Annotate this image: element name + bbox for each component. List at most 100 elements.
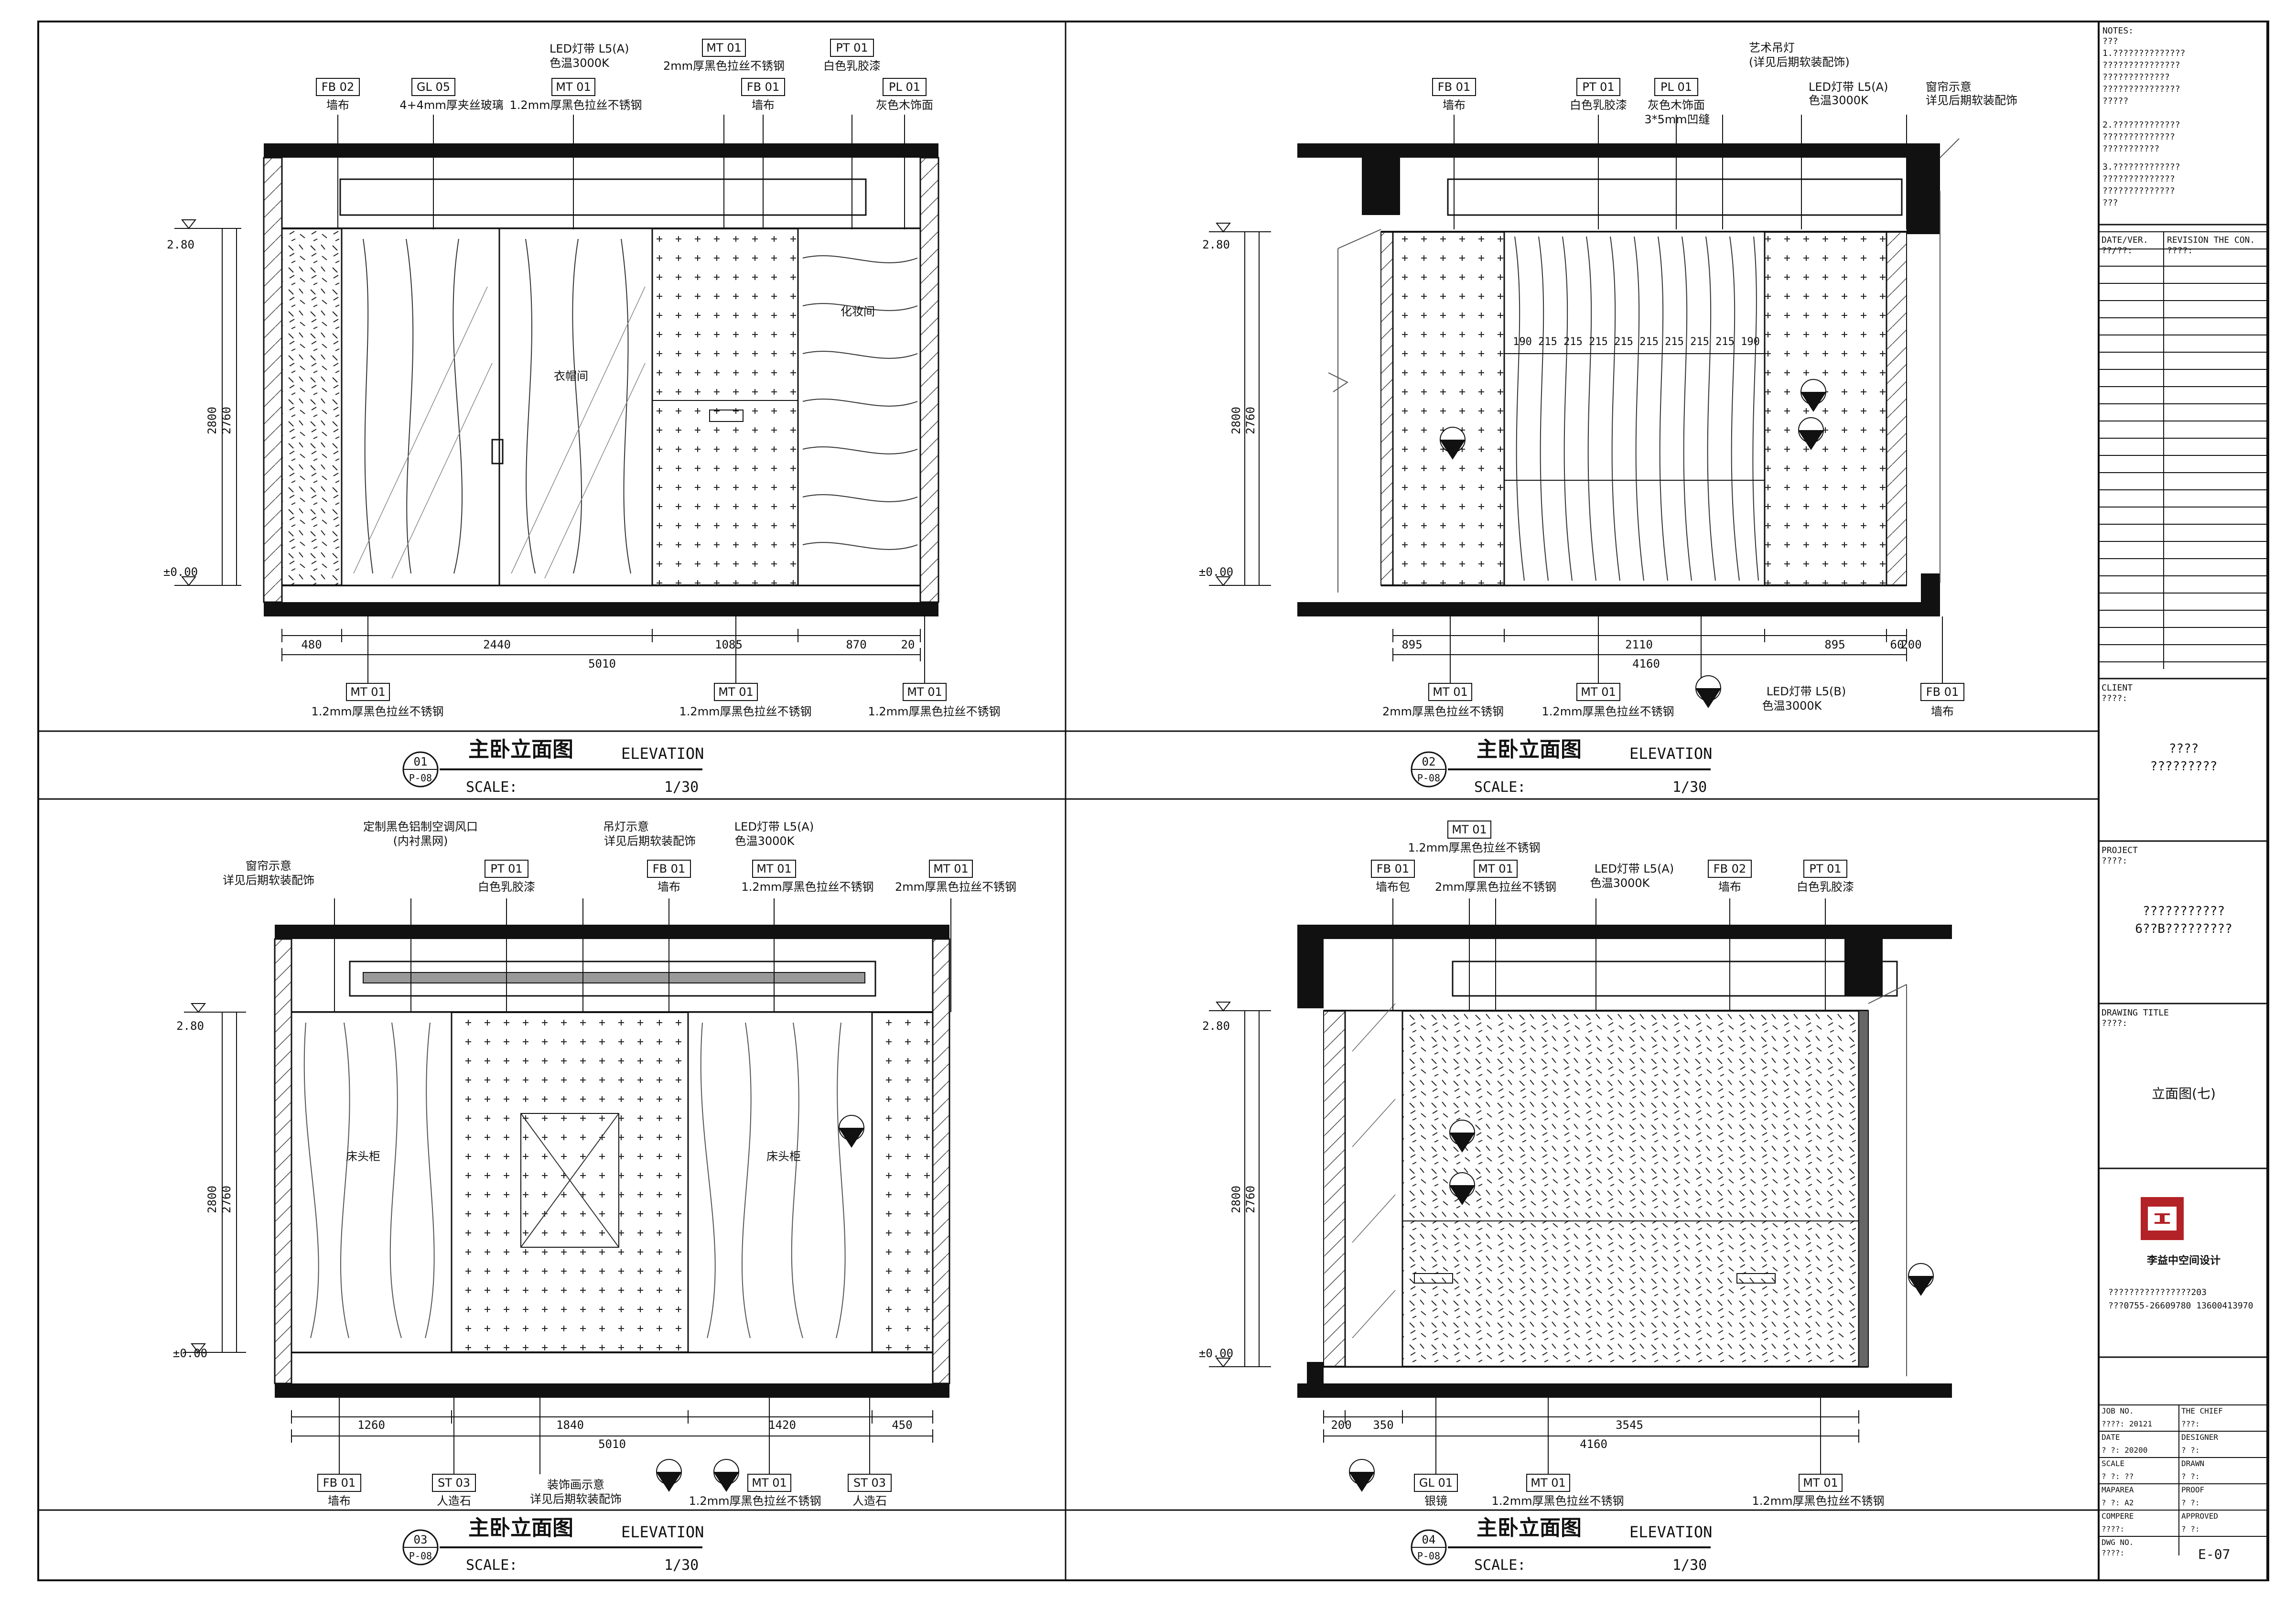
callout-text: 2mm厚黑色拉丝不锈钢 xyxy=(663,59,785,73)
job-no-label: JOB NO. xyxy=(2102,1406,2134,1415)
company-phone: ???0755-26609780 13600413970 xyxy=(2108,1301,2253,1311)
dim-label: 895 xyxy=(1824,638,1845,651)
callout-code: FB 01 xyxy=(323,1476,356,1490)
panel-title: 主卧立面图 xyxy=(1477,1516,1582,1540)
panel-scale-label: SCALE: xyxy=(466,1557,517,1574)
panel-scale-label: SCALE: xyxy=(1474,779,1526,796)
panel-02-callouts: FB 01 墙布 PT 01 白色乳胶漆 PL 01 灰色木饰面 3*5mm凹缝… xyxy=(1199,41,2017,718)
callout-code: MT 01 xyxy=(907,685,942,699)
panel-04-callouts: FB 01 墙布包 MT 01 1.2mm厚黑色拉丝不锈钢 MT 01 2mm厚… xyxy=(1199,821,1885,1508)
client-label-cn: ????: xyxy=(2102,693,2127,703)
callout-text: 墙布 xyxy=(752,98,775,112)
panel-number: 03 xyxy=(414,1533,428,1546)
compere-label: COMPERE xyxy=(2102,1512,2134,1521)
elevation-panel-01 xyxy=(263,143,939,616)
callout-code: PT 01 xyxy=(836,41,868,54)
company-logo xyxy=(2141,1197,2184,1240)
callout-code: PL 01 xyxy=(889,80,920,94)
callout-text: 2mm厚黑色拉丝不锈钢 xyxy=(1435,880,1556,894)
notes-line: ????? xyxy=(2102,96,2128,106)
callout-code: ST 03 xyxy=(853,1476,886,1490)
notes-heading: NOTES: xyxy=(2102,26,2134,36)
callout-art-lamp-note: (详见后期软装配饰) xyxy=(1749,55,1850,69)
callout-code: PL 01 xyxy=(1660,80,1692,94)
slat-width-label: 215 xyxy=(1563,336,1583,348)
callout-text: 灰色木饰面 xyxy=(1648,98,1705,112)
callout-text: 墙布 xyxy=(1443,98,1466,112)
height-dim: 2760 xyxy=(1244,407,1257,434)
panel-title: 主卧立面图 xyxy=(468,737,573,762)
callout-text: 1.2mm厚黑色拉丝不锈钢 xyxy=(1752,1494,1885,1508)
notes-line: 2.????????????? xyxy=(2102,120,2180,130)
drawing-title-label-cn: ????: xyxy=(2102,1018,2127,1028)
scale-value: ? ?: ?? xyxy=(2102,1472,2134,1481)
callout-led: LED灯带 L5(A) xyxy=(734,820,814,833)
panel-scale-label: SCALE: xyxy=(466,779,517,796)
level-mark: 2.80 xyxy=(167,238,194,251)
dimension-layer xyxy=(174,115,1943,1492)
callout-code: GL 01 xyxy=(1419,1476,1453,1490)
callout-text: 详见后期软装配饰 xyxy=(530,1492,622,1506)
rev-col2-value: ????: xyxy=(2167,246,2193,256)
panel-title-02: 02 P-08 主卧立面图 ELEVATION SCALE: 1/30 xyxy=(1411,737,1712,796)
approved-value: ? ?: xyxy=(2181,1524,2200,1533)
callout-led-b-temp: 色温3000K xyxy=(1762,699,1822,713)
level-mark: ±0.00 xyxy=(173,1347,207,1360)
callout-code: PT 01 xyxy=(490,862,522,875)
dim-label: 480 xyxy=(301,638,322,651)
panel-03-callouts: 窗帘示意 详见后期软装配饰 定制黑色铝制空调风口 (内衬黑网) PT 01 白色… xyxy=(173,820,1016,1508)
panel-number: 02 xyxy=(1422,755,1436,768)
notes-line: ????????????? xyxy=(2102,72,2170,82)
panel-title-strips xyxy=(38,730,2099,1511)
callout-text: 吊灯示意 xyxy=(603,820,649,833)
panel-ref: P-08 xyxy=(409,772,432,784)
level-mark: ±0.00 xyxy=(163,565,198,579)
slat-width-label: 190 xyxy=(1513,336,1532,348)
callout-code: FB 01 xyxy=(653,862,685,875)
callout-text: 1.2mm厚黑色拉丝不锈钢 xyxy=(868,705,1001,718)
callout-text: 详见后期软装配饰 xyxy=(604,834,696,848)
callout-text: 白色乳胶漆 xyxy=(1797,880,1854,894)
panel-titles: 01 P-08 主卧立面图 ELEVATION SCALE: 1/30 02 P… xyxy=(402,737,1712,1574)
callout-text: 墙布 xyxy=(328,1494,351,1508)
dim-label: 895 xyxy=(1401,638,1422,651)
callout-text: 1.2mm厚黑色拉丝不锈钢 xyxy=(510,98,642,112)
rev-col2: REVISION THE CON. xyxy=(2167,235,2255,245)
dim-total: 5010 xyxy=(588,657,616,670)
callout-text: 3*5mm凹缝 xyxy=(1644,113,1710,126)
dim-label: 200 xyxy=(1331,1418,1351,1432)
panel-subtitle: ELEVATION xyxy=(621,745,704,763)
callout-led-temp: 色温3000K xyxy=(550,56,610,70)
callout-text: 银镜 xyxy=(1424,1494,1447,1508)
callout-text: 窗帘示意 xyxy=(246,859,291,873)
slat-width-label: 215 xyxy=(1665,336,1684,348)
slat-width-label: 215 xyxy=(1538,336,1557,348)
dim-label: 200 xyxy=(1901,638,1921,651)
callout-code: MT 01 xyxy=(350,685,386,699)
dim-label: 450 xyxy=(892,1418,912,1432)
title-block: NOTES: ??? 1.?????????????? ????????????… xyxy=(2098,21,2269,1581)
slat-width-label: 215 xyxy=(1589,336,1608,348)
notes-line: ?????????????? xyxy=(2102,132,2175,142)
callout-code: MT 01 xyxy=(1803,1476,1838,1490)
notes-line: ?????????????? xyxy=(2102,174,2175,184)
slat-width-label: 215 xyxy=(1639,336,1659,348)
height-dim: 2760 xyxy=(1244,1186,1257,1213)
panel-ref: P-08 xyxy=(1417,1550,1440,1562)
maparea-label: MAPAREA xyxy=(2102,1485,2134,1494)
dim-label: 1085 xyxy=(715,638,743,651)
notes-line: ??? xyxy=(2102,198,2118,208)
notes-line: ??? xyxy=(2102,36,2118,46)
callout-curtain-note: 详见后期软装配饰 xyxy=(1926,94,2017,107)
project-label: PROJECT xyxy=(2102,845,2138,855)
callout-text: 2mm厚黑色拉丝不锈钢 xyxy=(1382,705,1504,718)
rev-col1-value: ??/??: xyxy=(2102,246,2133,256)
callout-code: FB 01 xyxy=(1438,80,1470,94)
callout-code: FB 01 xyxy=(747,80,779,94)
callout-code: GL 05 xyxy=(417,80,450,94)
callout-led-temp: 色温3000K xyxy=(1590,876,1650,890)
panel-ref: P-08 xyxy=(409,1550,432,1562)
elevation-panel-02 xyxy=(1297,138,1960,616)
callout-text: 详见后期软装配饰 xyxy=(223,874,314,887)
